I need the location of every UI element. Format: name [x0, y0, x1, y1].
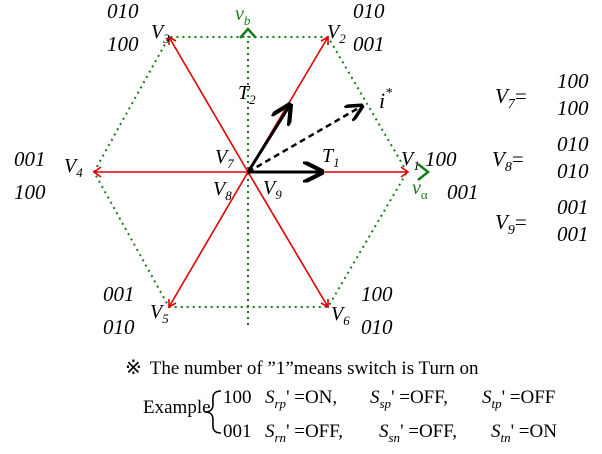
beta-axis-arrow-icon	[239, 27, 257, 39]
arrowhead-v2-icon	[320, 35, 329, 45]
example-row-1-code: 100	[223, 387, 252, 408]
code-v3-top: 010	[107, 0, 139, 23]
code-v6-bottom: 010	[361, 315, 393, 339]
code-v2-bottom: 001	[353, 32, 385, 56]
example-row-2: 001 Srn' =OFF, Ssn' =OFF, Stn' =ON	[223, 421, 557, 445]
arrowhead-v1-icon	[400, 166, 410, 178]
label-v5: V5	[150, 301, 169, 326]
code-v4-top: 001	[14, 147, 46, 171]
label-i-star: i*	[379, 86, 392, 113]
i-star-arrow	[247, 106, 362, 174]
code-v6-top: 100	[361, 282, 393, 306]
label-v1: V1	[401, 148, 420, 173]
label-valpha: vα	[412, 177, 428, 202]
example-row-1-item-3: Stp' =OFF	[482, 387, 555, 411]
label-v2: V2	[327, 21, 346, 46]
example-row-2-item-2: Ssn' =OFF,	[379, 421, 457, 445]
zero-v9-bottom: 001	[557, 222, 589, 246]
label-t2: T2	[238, 82, 256, 107]
example-row-1-item-1: Srp' =ON,	[265, 387, 337, 411]
arrowhead-v3-icon	[168, 35, 177, 45]
note-text: ※The number of ”1”means switch is Turn o…	[125, 357, 479, 379]
label-v8: V8	[213, 178, 232, 203]
zero-v7-top: 100	[557, 69, 589, 93]
vector-line-v6	[247, 171, 329, 308]
label-vb: vb	[235, 3, 251, 28]
label-v7: V7	[215, 146, 234, 171]
label-v6: V6	[331, 303, 350, 328]
arrowhead-v5-icon	[168, 299, 177, 309]
switch-codes: 010 100 010 001 001 100 100 001 001 010 …	[14, 0, 479, 339]
vector-line-v3	[168, 36, 249, 173]
example-row-2-item-1: Srn' =OFF,	[265, 421, 343, 445]
example-brace-icon	[204, 390, 222, 434]
zero-v8-label: V8=	[492, 147, 524, 175]
label-v9: V9	[263, 177, 282, 202]
code-v3-bottom: 100	[107, 32, 139, 56]
zero-v9-top: 001	[557, 195, 589, 219]
code-v4-bottom: 100	[14, 180, 46, 204]
code-v5-top: 001	[103, 282, 135, 306]
example-row-1: 100 Srp' =ON, Ssp' =OFF, Stp' =OFF	[223, 387, 555, 411]
example-row-2-item-3: Stn' =ON	[491, 421, 557, 445]
code-v5-bottom: 010	[103, 315, 135, 339]
zero-v8-top: 010	[557, 132, 589, 156]
zero-v7-bottom: 100	[557, 96, 589, 120]
code-v1-bottom: 001	[447, 180, 479, 204]
zero-v8-bottom: 010	[557, 159, 589, 183]
label-v3: V3	[151, 21, 170, 46]
arrowhead-v4-icon	[92, 166, 102, 178]
zero-v9-label: V9=	[495, 210, 527, 238]
vector-line-v5	[168, 171, 249, 308]
zero-v7-label: V7=	[495, 84, 527, 112]
alpha-axis-arrow-icon	[417, 163, 431, 181]
example-row-1-item-2: Ssp' =OFF,	[370, 387, 448, 411]
example-label: Example	[143, 397, 211, 418]
label-t1: T1	[322, 145, 340, 170]
t2-arrow	[246, 105, 290, 173]
label-v4: V4	[64, 155, 83, 180]
example-row-2-code: 001	[223, 421, 252, 442]
arrowhead-v6-icon	[320, 299, 329, 309]
code-v2-top: 010	[353, 0, 385, 23]
zero-vector-list: V7= 100 100 V8= 010 010 V9= 001 001	[492, 69, 589, 246]
code-v1-top: 100	[425, 147, 457, 171]
